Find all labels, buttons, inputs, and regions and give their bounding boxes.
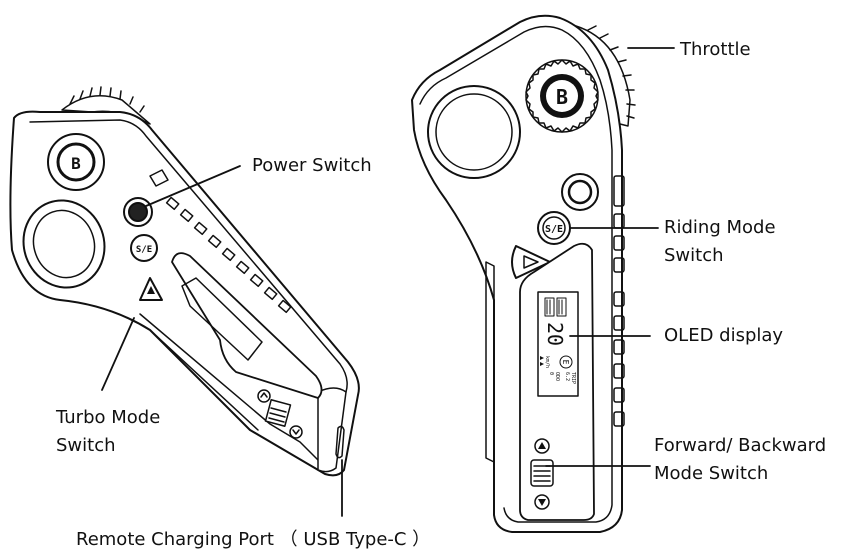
right-power-button[interactable] <box>561 173 599 211</box>
right-turbo-button[interactable] <box>511 245 551 279</box>
left-grip-ribs <box>149 169 292 314</box>
svg-text:B: B <box>556 85 568 109</box>
left-se-button[interactable]: S/E <box>130 234 158 262</box>
oled-mode-letter: E <box>561 360 570 365</box>
oled-unit: km/h <box>544 356 550 368</box>
left-screen-frame <box>171 252 323 399</box>
leader-lines <box>101 47 675 517</box>
right-se-button[interactable]: S/E <box>537 211 571 245</box>
left-direction-switch[interactable] <box>257 389 303 439</box>
label-charging-port: Remote Charging Port （ USB Type-C ） <box>76 529 431 550</box>
right-remote: B S/E <box>411 14 636 533</box>
oled-trip-value: 6.2 <box>564 372 570 381</box>
left-power-button[interactable] <box>123 197 153 227</box>
svg-text:S/E: S/E <box>136 245 152 255</box>
right-finger-hole <box>427 85 521 179</box>
leader-power-switch <box>145 165 241 207</box>
right-logo-wheel-icon: B <box>525 59 599 133</box>
oled-trip-label: TRIP <box>570 372 576 384</box>
right-left-grip <box>485 261 495 463</box>
label-throttle: Throttle <box>680 39 751 60</box>
left-logo-wheel-icon: B <box>47 133 105 191</box>
svg-text:S/E: S/E <box>545 224 563 235</box>
svg-text:B: B <box>71 154 81 173</box>
oled-speed: 20 <box>543 322 567 346</box>
left-charging-port <box>335 425 345 459</box>
label-power-switch: Power Switch <box>252 155 372 176</box>
label-oled-display: OLED display <box>664 325 784 346</box>
oled-display: 20 E km/h ODO 0 TRIP 6.2 <box>537 291 579 397</box>
left-remote: B S/E <box>9 86 360 477</box>
right-grip-ribs <box>613 175 625 427</box>
left-finger-hole <box>22 199 106 289</box>
left-turbo-button[interactable] <box>139 277 163 301</box>
oled-odo-value: 0 <box>548 372 554 375</box>
battery-icon <box>544 297 567 317</box>
oled-odo-label: ODO <box>554 372 560 381</box>
leader-turbo <box>101 317 135 391</box>
